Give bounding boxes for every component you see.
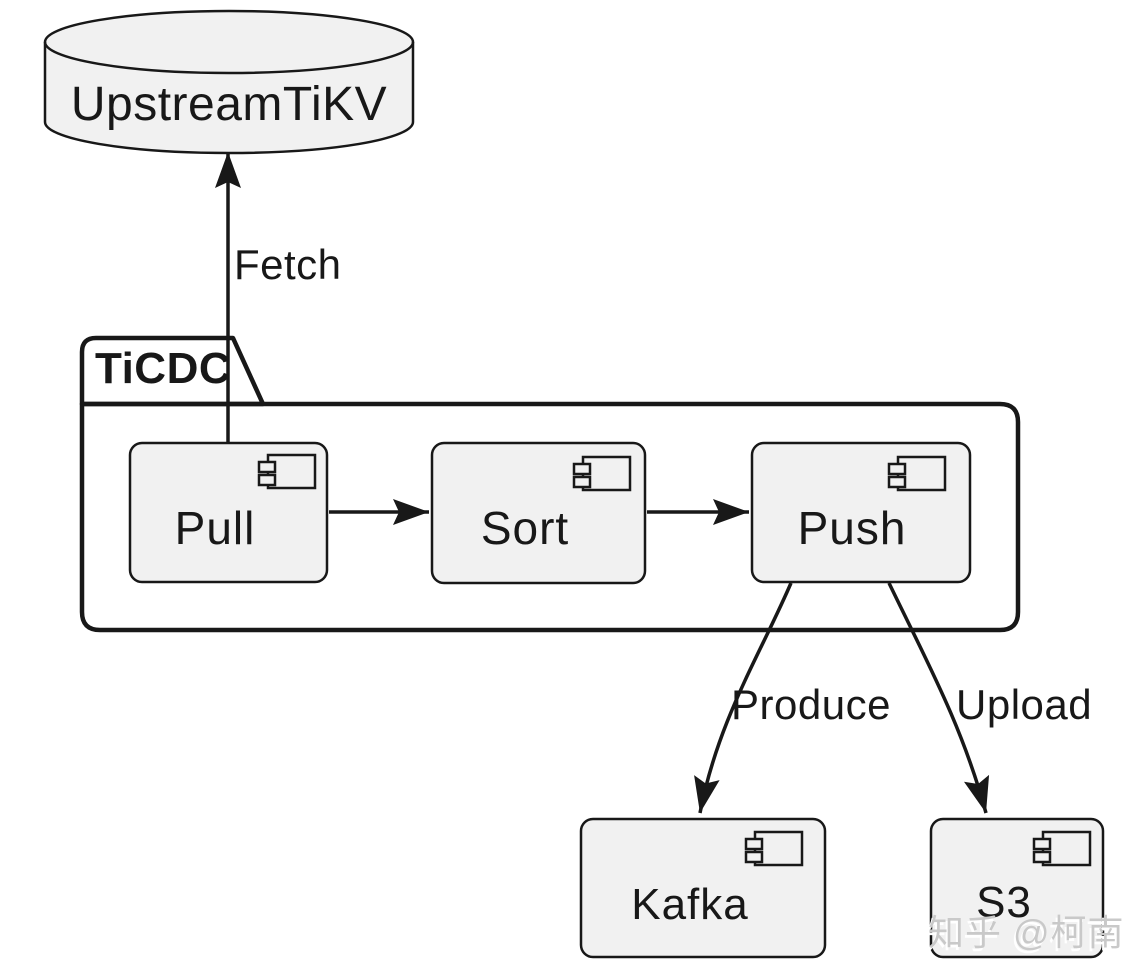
node-s3: S3 [929,817,1105,959]
database-cylinder [43,9,415,155]
edge-produce-arrow [694,582,793,814]
package-body [79,401,1021,633]
node-label: UpstreamTiKV [71,78,387,131]
node-label: Kafka [631,880,749,929]
node-upstream-tikv: UpstreamTiKV [43,9,415,155]
database-cylinder-rim [43,41,415,75]
component-icon [572,455,632,492]
package-tab [79,335,266,407]
component-icon [744,830,804,867]
edge-label-produce: Produce [731,681,891,728]
node-label: Sort [481,502,569,554]
edge-upload-arrow [887,582,990,814]
watermark-text: 知乎 @柯南 [928,912,1125,953]
watermark-shadow: 知乎 @柯南 [926,915,1123,956]
edges [215,152,990,814]
component-icon [887,455,947,492]
package-ticdc: TiCDC [79,335,1021,633]
edge-labels: Fetch Produce Upload [234,241,1092,728]
node-sort: Sort [430,441,647,585]
edge-label-fetch: Fetch [234,241,342,288]
node-label: Pull [175,502,256,554]
node-label: Push [798,502,907,554]
node-push: Push [750,441,972,584]
watermark: 知乎 @柯南 知乎 @柯南 [926,912,1125,956]
edge-label-upload: Upload [956,681,1092,728]
node-kafka: Kafka [579,817,827,959]
node-pull: Pull [128,441,329,584]
component-icon [1032,830,1092,867]
component-icon [257,453,317,490]
node-label: S3 [976,878,1032,927]
package-label: TiCDC [95,344,231,393]
